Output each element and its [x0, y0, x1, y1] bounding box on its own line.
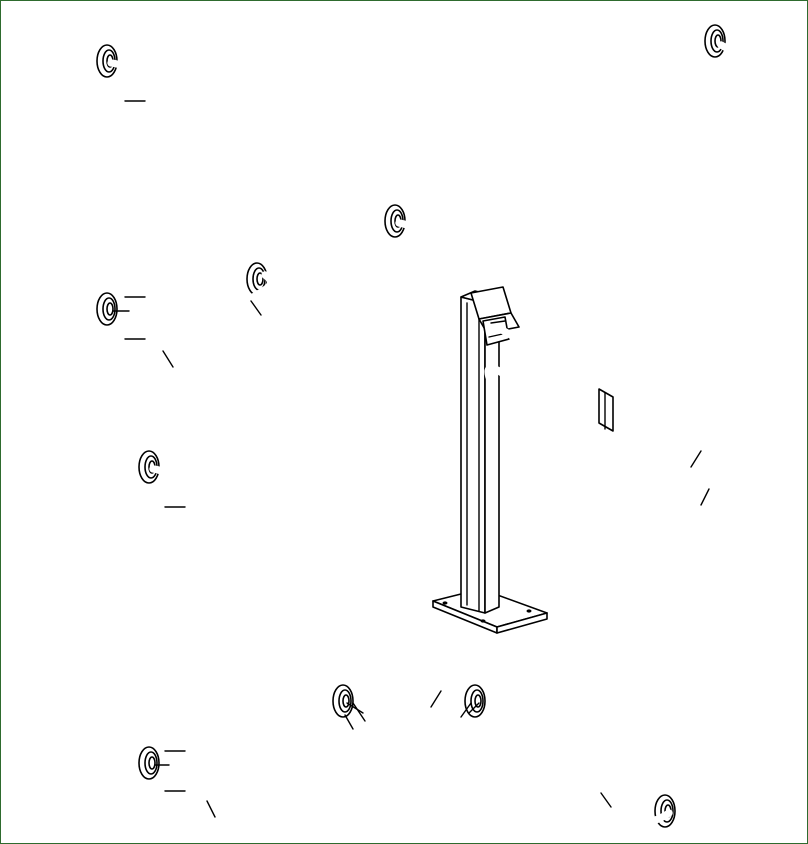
straight-angled-grab-bar: [384, 24, 740, 247]
floor-mounted-fold-up-grab-bar: [432, 286, 743, 634]
corner-grab-bar-with-vertical: [138, 450, 676, 828]
l-shaped-grab-bar: [96, 44, 275, 368]
